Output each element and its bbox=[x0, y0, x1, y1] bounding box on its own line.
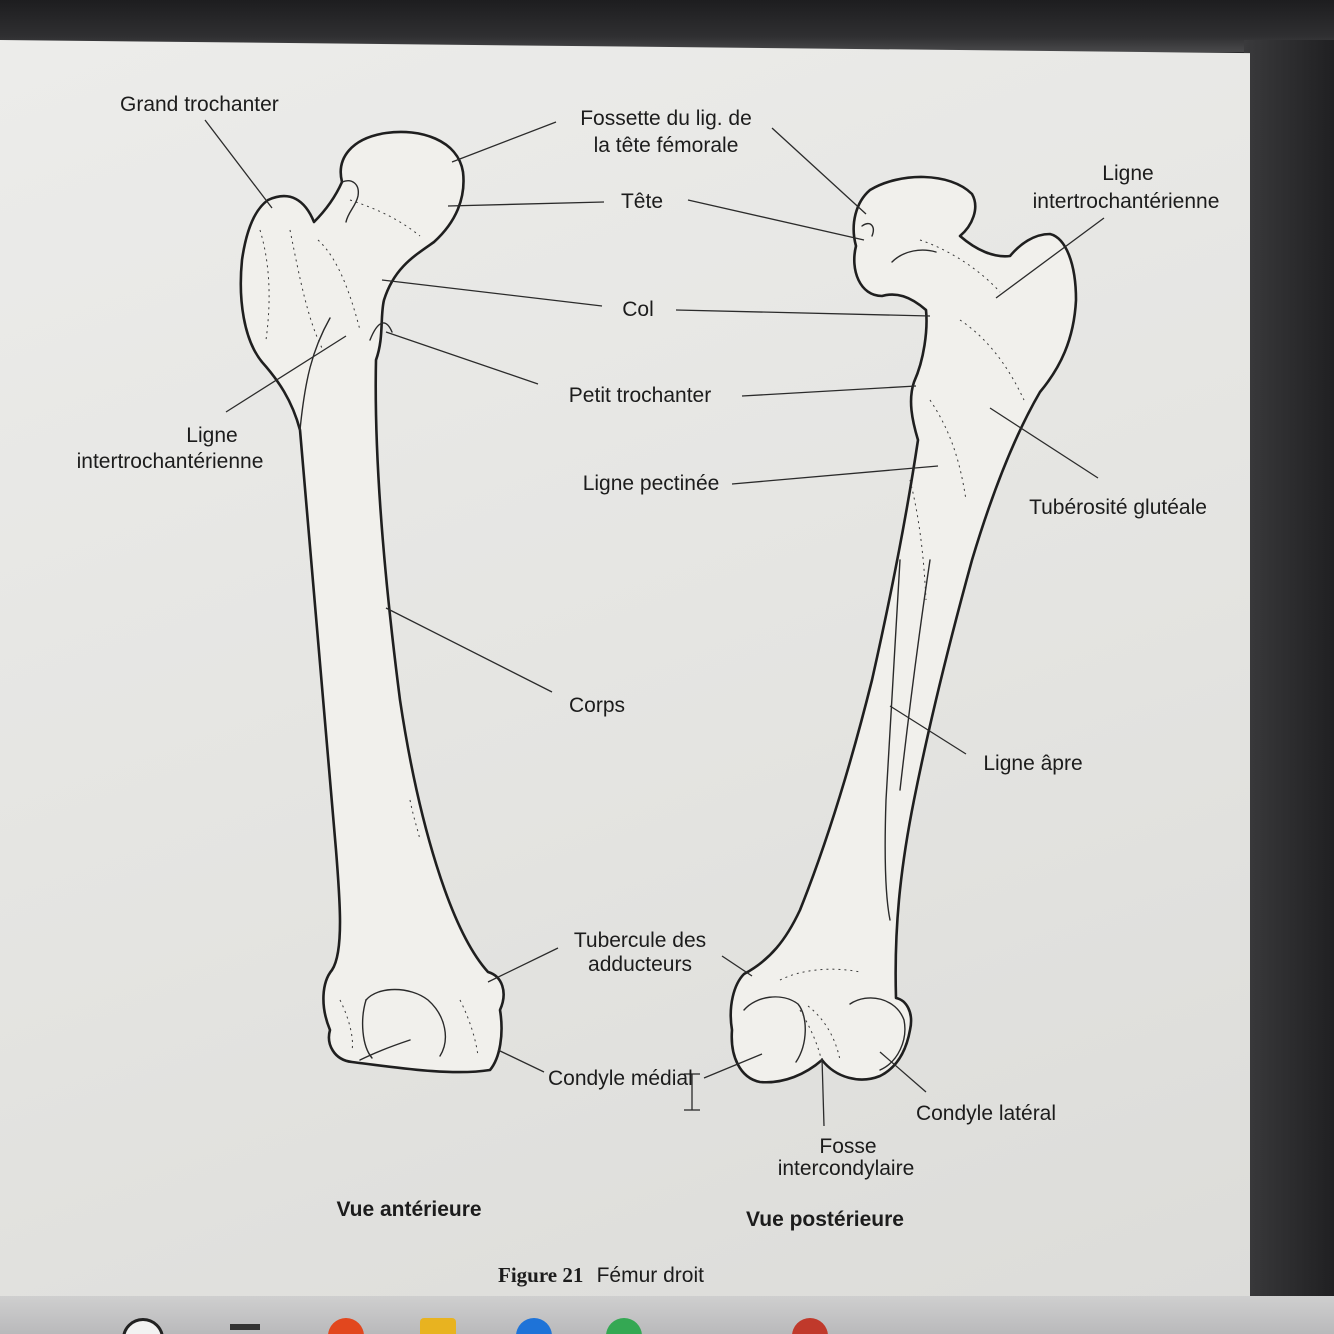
figure-title: Fémur droit bbox=[597, 1264, 705, 1287]
posterior-linea-aspera bbox=[884, 559, 901, 921]
taskbar-app-icon-red[interactable] bbox=[328, 1318, 364, 1334]
taskbar-search-icon[interactable] bbox=[122, 1318, 164, 1334]
label-condyle-lateral: Condyle latéral bbox=[916, 1102, 1056, 1125]
label-ligne-inter-ant-line1: Ligne bbox=[186, 424, 237, 447]
label-tuberosite-gluteale: Tubérosité glutéale bbox=[1029, 496, 1207, 519]
taskbar-app-icon-yellow[interactable] bbox=[420, 1318, 456, 1334]
label-ligne-apre: Ligne âpre bbox=[983, 752, 1082, 775]
label-corps: Corps bbox=[569, 694, 625, 717]
figure-number: Figure 21 bbox=[498, 1263, 583, 1287]
label-fossette-line2: la tête fémorale bbox=[594, 134, 739, 157]
leader-lines bbox=[204, 119, 1105, 1127]
label-ligne-inter-post-line2: intertrochantérienne bbox=[1033, 190, 1220, 213]
label-fossette-line1: Fossette du lig. de bbox=[580, 107, 752, 130]
anterior-condyle bbox=[365, 988, 447, 1057]
caption-vue-anterieure: Vue antérieure bbox=[336, 1198, 481, 1221]
posterior-femur bbox=[729, 175, 1078, 1084]
label-ligne-pectinee: Ligne pectinée bbox=[583, 472, 720, 495]
os-taskbar bbox=[0, 1296, 1334, 1334]
label-tete: Tête bbox=[621, 190, 663, 213]
taskbar-app-icon-blue[interactable] bbox=[516, 1318, 552, 1334]
taskbar-app-icon-dark-red[interactable] bbox=[792, 1318, 828, 1334]
posterior-lateral-condyle bbox=[849, 997, 906, 1071]
posterior-medial-condyle bbox=[743, 996, 806, 1063]
label-fosse-line1: Fosse bbox=[819, 1135, 876, 1158]
anterior-femur-outline bbox=[239, 130, 505, 1074]
label-tubercule-line1: Tubercule des bbox=[574, 929, 706, 952]
text-cursor-icon bbox=[684, 1073, 700, 1111]
label-ligne-inter-post-line1: Ligne bbox=[1102, 162, 1153, 185]
monitor-bezel-right bbox=[1244, 40, 1334, 1334]
label-fosse-line2: intercondylaire bbox=[778, 1157, 915, 1180]
figure-caption: Figure 21 Fémur droit bbox=[498, 1263, 704, 1287]
label-col: Col bbox=[622, 298, 654, 321]
label-grand-trochanter: Grand trochanter bbox=[120, 93, 279, 116]
label-condyle-medial: Condyle médial bbox=[548, 1067, 693, 1090]
label-petit-trochanter: Petit trochanter bbox=[569, 384, 711, 407]
anterior-femur bbox=[239, 130, 505, 1074]
caption-vue-posterieure: Vue postérieure bbox=[746, 1208, 904, 1231]
anterior-head-neck bbox=[341, 180, 359, 223]
posterior-femur-outline bbox=[729, 175, 1078, 1084]
taskbar-task-view-icon[interactable] bbox=[230, 1324, 260, 1330]
label-ligne-inter-ant-line2: intertrochantérienne bbox=[77, 450, 264, 473]
label-tubercule-line2: adducteurs bbox=[588, 953, 692, 976]
taskbar-app-icon-green[interactable] bbox=[606, 1318, 642, 1334]
